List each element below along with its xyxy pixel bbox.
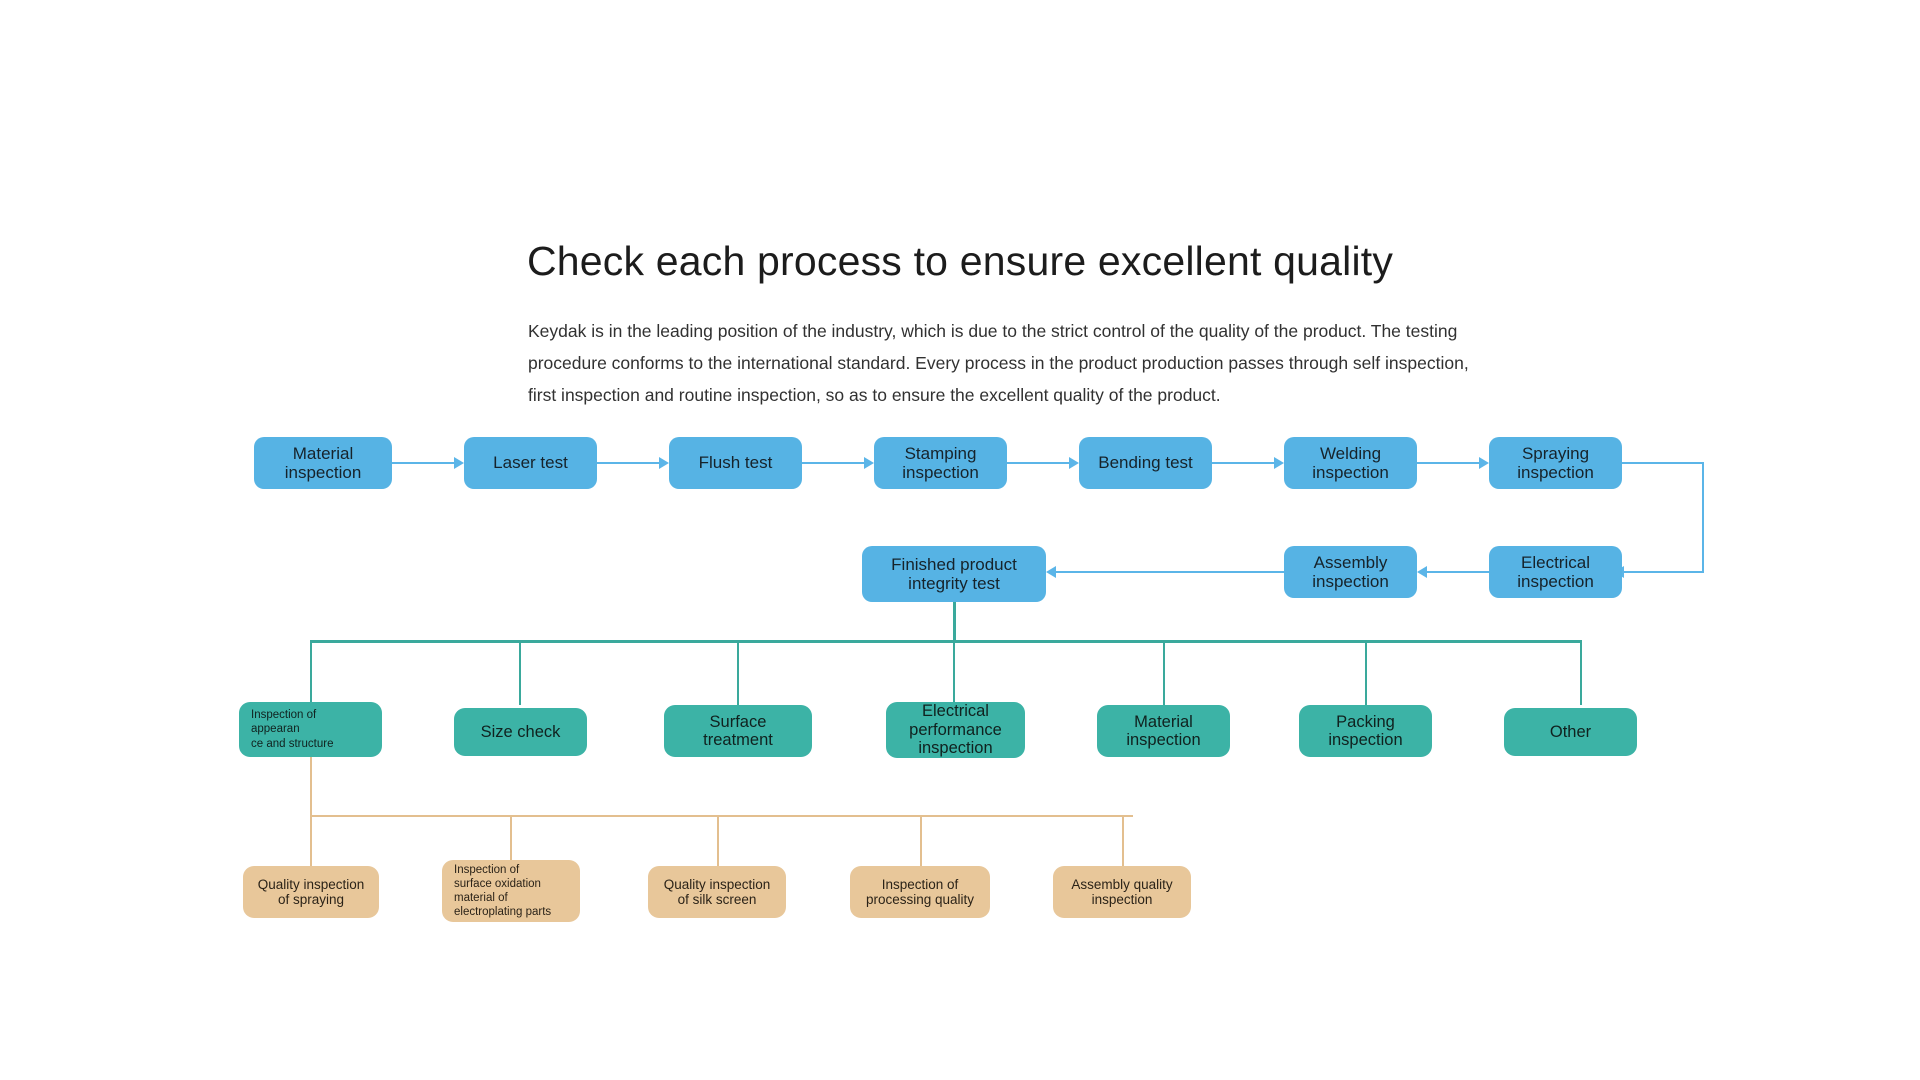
connector-teal-stem bbox=[953, 602, 956, 642]
node-inspection-of-appearance-and-structure[interactable]: Inspection of appearan ce and structure bbox=[239, 702, 382, 757]
page-title: Check each process to ensure excellent q… bbox=[526, 238, 1394, 284]
node-laser-test[interactable]: Laser test bbox=[464, 437, 597, 489]
node-size-check[interactable]: Size check bbox=[454, 708, 587, 756]
node-stamping-inspection[interactable]: Stamping inspection bbox=[874, 437, 1007, 489]
arrow-right-icon-3 bbox=[864, 457, 874, 469]
connector-row2-2 bbox=[1056, 571, 1284, 573]
connector-tan-drop-5 bbox=[1122, 815, 1124, 877]
connector-tan-drop-4 bbox=[920, 815, 922, 877]
connector-wrap-top bbox=[1622, 462, 1704, 464]
connector-teal-drop-7 bbox=[1580, 640, 1582, 705]
node-inspection-of-processing-quality[interactable]: Inspection of processing quality bbox=[850, 866, 990, 918]
node-quality-inspection-of-silk-screen[interactable]: Quality inspection of silk screen bbox=[648, 866, 786, 918]
connector-tan-drop-1 bbox=[310, 815, 312, 877]
connector-wrap-vertical bbox=[1702, 462, 1704, 573]
connector-wrap-bottom bbox=[1624, 571, 1704, 573]
node-inspection-of-surface-oxidation[interactable]: Inspection of surface oxidation material… bbox=[442, 860, 580, 922]
node-spraying-inspection[interactable]: Spraying inspection bbox=[1489, 437, 1622, 489]
connector-teal-drop-1 bbox=[310, 640, 312, 705]
intro-paragraph: Keydak is in the leading position of the… bbox=[528, 321, 1469, 405]
node-material-inspection[interactable]: Material inspection bbox=[254, 437, 392, 489]
arrow-right-icon-6 bbox=[1479, 457, 1489, 469]
node-packing-inspection[interactable]: Packing inspection bbox=[1299, 705, 1432, 757]
node-bending-test[interactable]: Bending test bbox=[1079, 437, 1212, 489]
node-assembly-quality-inspection[interactable]: Assembly quality inspection bbox=[1053, 866, 1191, 918]
arrow-right-icon-4 bbox=[1069, 457, 1079, 469]
connector-teal-bus bbox=[310, 640, 1582, 643]
node-electrical-inspection[interactable]: Electrical inspection bbox=[1489, 546, 1622, 598]
arrow-right-icon-2 bbox=[659, 457, 669, 469]
connector-row1-4 bbox=[1007, 462, 1069, 464]
connector-teal-drop-6 bbox=[1365, 640, 1367, 705]
connector-teal-drop-2 bbox=[519, 640, 521, 705]
node-assembly-inspection[interactable]: Assembly inspection bbox=[1284, 546, 1417, 598]
connector-row1-6 bbox=[1417, 462, 1479, 464]
arrow-left-icon-2 bbox=[1046, 566, 1056, 578]
connector-teal-drop-4 bbox=[953, 640, 955, 705]
connector-row1-1 bbox=[392, 462, 454, 464]
connector-tan-drop-2 bbox=[510, 815, 512, 877]
node-surface-treatment[interactable]: Surface treatment bbox=[664, 705, 812, 757]
connector-row1-2 bbox=[597, 462, 659, 464]
connector-teal-drop-3 bbox=[737, 640, 739, 705]
connector-row1-3 bbox=[802, 462, 864, 464]
connector-tan-drop-3 bbox=[717, 815, 719, 877]
node-finished-product-integrity-test[interactable]: Finished product integrity test bbox=[862, 546, 1046, 602]
connector-tan-bus bbox=[310, 815, 1133, 817]
arrow-left-icon-1 bbox=[1417, 566, 1427, 578]
node-electrical-performance-inspection[interactable]: Electrical performance inspection bbox=[886, 702, 1025, 758]
node-welding-inspection[interactable]: Welding inspection bbox=[1284, 437, 1417, 489]
connector-tan-stem bbox=[310, 757, 312, 817]
connector-teal-drop-5 bbox=[1163, 640, 1165, 705]
arrow-right-icon-1 bbox=[454, 457, 464, 469]
node-material-inspection-secondary[interactable]: Material inspection bbox=[1097, 705, 1230, 757]
connector-row1-5 bbox=[1212, 462, 1274, 464]
arrow-right-icon-5 bbox=[1274, 457, 1284, 469]
connector-row2-1 bbox=[1427, 571, 1489, 573]
node-quality-inspection-of-spraying[interactable]: Quality inspection of spraying bbox=[243, 866, 379, 918]
node-other[interactable]: Other bbox=[1504, 708, 1637, 756]
node-flush-test[interactable]: Flush test bbox=[669, 437, 802, 489]
